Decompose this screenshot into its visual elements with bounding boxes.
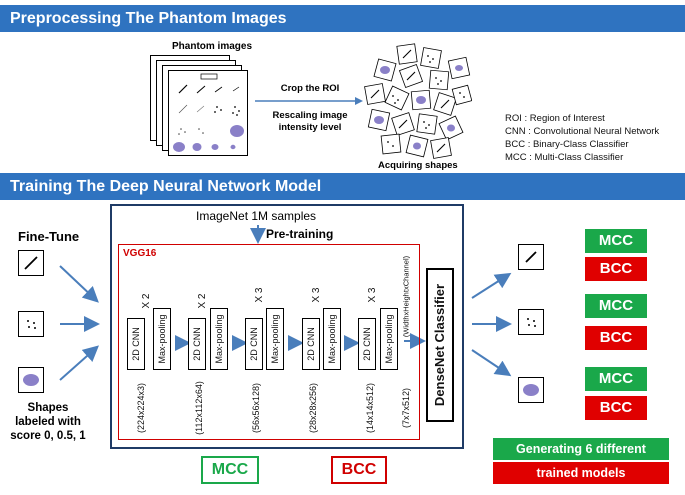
pool-label: Max-pooling [214,314,224,364]
cnn-label: 2D CNN [249,327,259,361]
dims-label: (14x14x512) [365,382,375,434]
input-shape-dots [18,311,44,337]
output-2-mcc: MCC [585,294,647,318]
cnn-box [358,318,376,370]
pool-label: Max-pooling [270,314,280,364]
phantom-image-stack [150,55,250,156]
cnn-label: 2D CNN [306,327,316,361]
legend-bcc: BCC : Binary-Class Classifier [505,139,629,150]
cnn-box [245,318,263,370]
output-3-bcc: BCC [585,396,647,420]
dims-label: (224x224x3) [136,382,146,434]
legend-cnn: CNN : Convolutional Neural Network [505,126,660,137]
section-banner-preprocessing: Preprocessing The Phantom Images [0,5,685,32]
pretraining-label: Pre-training [266,227,334,241]
mcc-label-box: MCC [201,456,259,484]
pool-box [153,308,171,370]
section-title: Training The Deep Neural Network Model [10,178,322,195]
output-2-bcc: BCC [585,326,647,350]
input-shape-ellipse [18,367,44,393]
cnn-label: 2D CNN [192,327,202,361]
generating-line-2: trained models [493,462,669,484]
block-repeat: X 2 [141,293,152,309]
output-shape-line [518,244,544,270]
generating-line-1: Generating 6 different [493,438,669,460]
densenet-label: DenseNet Classifier [432,283,447,407]
densenet-box [426,268,454,422]
cnn-box [302,318,320,370]
block-repeat: X 3 [367,287,378,303]
dims-label: (56x56x128) [251,382,261,434]
rescale-label-1: Rescaling image [272,110,348,121]
phantom-label: Phantom images [172,41,253,52]
block-repeat: X 2 [197,293,208,309]
acquiring-shapes-label: Acquiring shapes [378,160,458,171]
dims-label: (112x112x64) [194,381,204,435]
output-shape-dots [518,309,544,335]
bcc-label-box: BCC [331,456,387,484]
final-dims-label: (7x7x512) [401,387,411,429]
output-1-bcc: BCC [585,257,647,281]
crop-label: Crop the ROI [280,83,340,94]
rescale-label-2: intensity level [278,122,342,133]
cnn-box [188,318,206,370]
pool-label: Max-pooling [384,314,394,364]
imagenet-label: ImageNet 1M samples [196,209,317,223]
pool-box [210,308,228,370]
vgg16-frame [118,244,420,440]
whc-label: (WidthxHeightxChannel) [401,255,411,338]
acquired-shapes-collage [364,43,472,159]
pool-box [323,308,341,370]
vgg16-label: VGG16 [123,248,157,259]
pool-label: Max-pooling [157,314,167,364]
cnn-box [127,318,145,370]
section-banner-training: Training The Deep Neural Network Model [0,173,685,200]
legend-mcc: MCC : Multi-Class Classifier [505,152,624,163]
phantom-image [168,70,248,156]
pool-box [266,308,284,370]
finetune-label: Fine-Tune [18,229,80,244]
output-1-mcc: MCC [585,229,647,253]
cnn-label: 2D CNN [362,327,372,361]
block-repeat: X 3 [311,287,322,303]
shapes-caption: Shapes labeled with score 0, 0.5, 1 [10,402,86,442]
legend-roi: ROI : Region of Interest [505,113,605,124]
pool-box [380,308,398,370]
crop-arrow [255,97,363,105]
pool-label: Max-pooling [327,314,337,364]
block-repeat: X 3 [254,287,265,303]
dims-label: (28x28x256) [308,382,318,434]
input-shape-line [18,250,44,276]
cnn-label: 2D CNN [131,327,141,361]
model-frame [110,204,464,449]
section-title: Preprocessing The Phantom Images [10,10,287,27]
output-shape-ellipse [518,377,544,403]
output-3-mcc: MCC [585,367,647,391]
